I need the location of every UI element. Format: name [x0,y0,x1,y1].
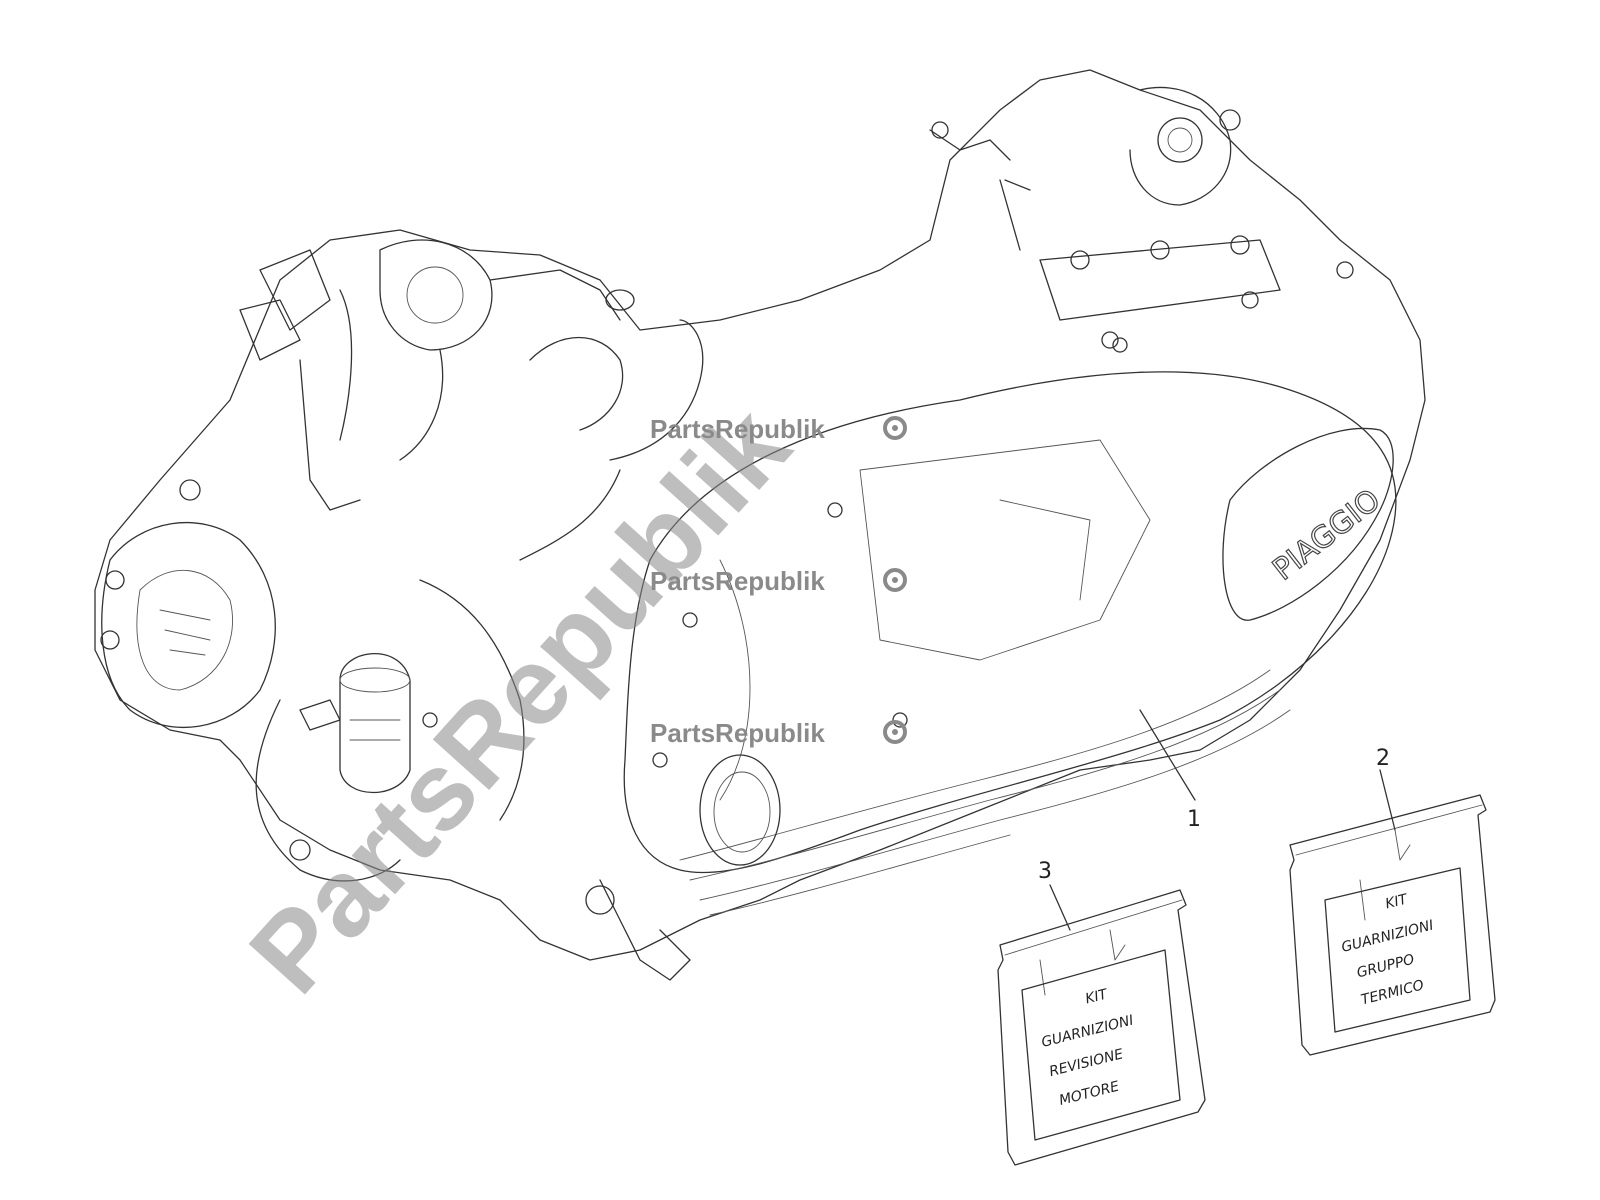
intake-opening [699,754,781,866]
kit-bag-3[interactable]: KIT GUARNIZIONI REVISIONE MOTORE 3 [997,859,1206,1166]
kit-bag-2[interactable]: KIT GUARNIZIONI GRUPPO TERMICO 2 [1289,746,1496,1056]
engine-assembly: PIAGGIO [94,69,1426,981]
callout-1[interactable]: 1 [1139,709,1201,832]
kit-bag-3-line-1: KIT [1084,986,1110,1007]
watermark-text-3: PartsRepublik [650,718,825,748]
shock-mount-bolts [999,179,1354,349]
engine-outline [94,69,1426,961]
callout-1-label: 1 [1187,807,1201,832]
throttle-body [239,239,635,511]
gear-icon [883,568,907,592]
watermark-text-2: PartsRepublik [650,566,825,596]
kit-bag-2-line-1: KIT [1384,891,1410,912]
gear-icon [883,416,907,440]
oil-filter [339,653,411,793]
rear-hub [1129,86,1232,206]
watermark-text-1: PartsRepublik [650,414,825,444]
brand-plate [1222,427,1394,621]
callout-3-label: 3 [1038,859,1052,884]
gear-icon [883,720,907,744]
fuel-hose [255,699,401,882]
callout-2-label: 2 [1376,746,1390,771]
cvt-cover [623,371,1397,874]
lower-bracket [599,879,691,981]
kit-bag-3-outline [997,889,1206,1166]
cylinder-head [100,479,276,729]
kit-bag-2-outline [1289,794,1496,1056]
